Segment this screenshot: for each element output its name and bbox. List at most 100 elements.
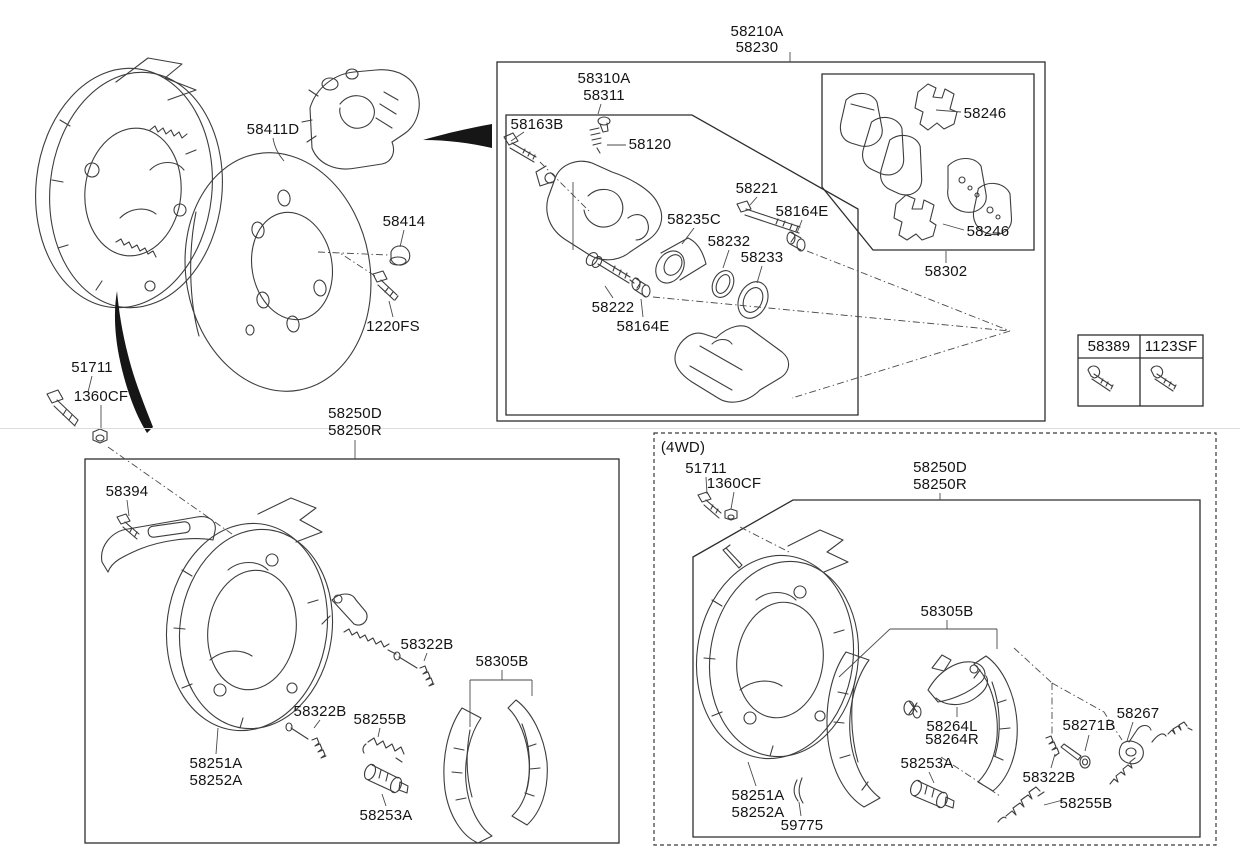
callout-plate-kit-2wd-2: 58250R [328, 422, 382, 439]
adjuster-icon-2wd [363, 763, 409, 794]
caliper-assembly-box [496, 61, 1046, 422]
callout-caliper-assy-2: 58230 [735, 39, 779, 56]
adjuster-icon-4wd [910, 771, 955, 809]
callout-plate-kit-2wd-1: 58250D [328, 405, 382, 422]
swoosh-arrow-to-caliper-box [423, 124, 492, 148]
pad-kit-art [839, 83, 1013, 263]
callout-mount-nut-4wd: 1360CF [706, 475, 762, 492]
holddown-icon-4wd [1045, 735, 1060, 769]
callout-shoe-kit-4wd: 58305B [920, 603, 974, 620]
backing-plate-4wd-art [695, 529, 860, 787]
table-header-bolt-1: 58389 [1087, 338, 1131, 355]
callout-lower-guide-rod: 58222 [591, 299, 635, 316]
callout-lever-l: 58264L [926, 718, 978, 735]
callout-pad-clip-bottom: 58246 [966, 223, 1010, 240]
callout-caliper-mount-bolt: 58163B [510, 116, 564, 133]
rotor-art [184, 152, 372, 392]
callout-grease-cap: 58414 [382, 213, 426, 230]
lower-bushing-icon [631, 277, 651, 298]
caliper-bracket-art [674, 325, 790, 403]
shoe-box-2wd-frame [84, 458, 620, 844]
upper-bushing-icon [786, 231, 806, 252]
callout-return-spring-4wd: 58255B [1059, 795, 1113, 812]
callout-plate-kit-4wd-2: 58250R [913, 476, 967, 493]
shoe-pair-art-4wd [826, 651, 1018, 808]
cable-bracket-icon [101, 499, 216, 573]
callout-lower-bushing: 58164E [616, 318, 670, 335]
cap-screw-icon [589, 127, 602, 154]
callout-rotor: 58411D [246, 121, 300, 138]
callout-plate-asm-2wd-1: 58251A [189, 755, 243, 772]
shoe-clip-icon-4wd [793, 777, 804, 817]
shoe-kit-bracket-2wd [313, 652, 533, 807]
shoe-pair-art-2wd [443, 699, 548, 844]
caliper-mount-bolt-icon [503, 132, 537, 163]
backing-plate-2wd-art [165, 497, 334, 755]
callout-mount-bolt-4wd: 51711 [685, 460, 727, 477]
callout-caliper-sub-2: 58311 [583, 87, 625, 104]
piston-seal-icon [711, 270, 735, 298]
callout-holddown-lower-2wd: 58322B [293, 703, 347, 720]
callout-pad-kit: 58302 [924, 263, 968, 280]
caliper-body-art [535, 160, 663, 261]
bleeder-screw-icon [597, 116, 611, 133]
table-bolt-icons [1087, 365, 1177, 392]
adjuster-lever-spring-icons-4wd [1109, 721, 1193, 785]
callout-piston-boot: 58233 [740, 249, 784, 266]
callout-shoe-clip: 59775 [780, 817, 824, 834]
upper-guide-rod-icon [736, 200, 801, 234]
2wd-4wd-frame-leaders [354, 440, 941, 500]
axle-leaders [87, 137, 405, 535]
callout-mount-bolt-2wd: 51711 [71, 359, 113, 376]
callout-bleeder-screw: 58120 [628, 136, 672, 153]
callout-plate-asm-4wd-2: 58252A [731, 804, 785, 821]
callout-plate-kit-4wd-1: 58250D [913, 459, 967, 476]
callout-holddown-4wd: 58322B [1022, 769, 1076, 786]
callout-return-spring-2wd: 58255B [353, 711, 407, 728]
grease-cap-icon [389, 245, 411, 266]
seam-line [0, 428, 1240, 429]
lever-icon-4wd [927, 654, 989, 717]
4wd-dash-leaders [940, 647, 1123, 797]
callout-upper-bushing: 58164E [775, 203, 829, 220]
callout-pad-clip-top: 58246 [963, 105, 1007, 122]
callout-adjuster-2wd: 58253A [359, 807, 413, 824]
callout-hub-bolt: 1220FS [366, 318, 420, 335]
callout-adjuster-lever-spring: 58267 [1116, 705, 1160, 722]
callout-shoe-kit-2wd: 58305B [475, 653, 529, 670]
tag-4wd: (4WD) [660, 439, 706, 456]
holddown-upper-icon-2wd [393, 651, 435, 687]
caliper-box-leaders [510, 52, 1011, 399]
callout-mount-nut-2wd: 1360CF [73, 388, 129, 405]
strut-pin-icon-4wd [1060, 734, 1091, 769]
callout-lever-r: 58264R [925, 731, 979, 748]
adjuster-strut-art-2wd [321, 593, 397, 655]
piston-icon [655, 237, 707, 284]
mount-nut-2wd-icon [92, 428, 108, 444]
mount-bolt-4wd-icon [697, 476, 792, 569]
shoe-kit-bracket-4wd [838, 620, 998, 678]
return-spring-icon-4wd [997, 786, 1064, 823]
swoosh-arrow-to-shoe-box [114, 291, 153, 433]
holddown-lower-icon-2wd [285, 722, 327, 759]
callout-plate-asm-2wd-2: 58252A [189, 772, 243, 789]
callout-upper-guide-rod: 58221 [735, 180, 779, 197]
callout-cable-bracket: 58394 [105, 483, 149, 500]
callout-piston-seal: 58232 [707, 233, 751, 250]
callout-adjuster-4wd: 58253A [900, 755, 954, 772]
hardware-table-grid [1077, 334, 1204, 407]
caliper-assembled-art [301, 68, 420, 170]
shoe-box-4wd-frame [653, 432, 1217, 846]
mount-bolt-2wd-icon [46, 389, 79, 427]
backing-plate-assembly-art [35, 57, 223, 309]
callout-piston: 58235C [667, 211, 721, 228]
table-header-bolt-2: 1123SF [1144, 338, 1198, 355]
callout-plate-asm-4wd-1: 58251A [731, 787, 785, 804]
callout-holddown-upper-2wd: 58322B [400, 636, 454, 653]
callout-strut-pin: 58271B [1062, 717, 1116, 734]
callout-caliper-sub-1: 58310A [577, 70, 631, 87]
lower-guide-rod-icon [585, 252, 635, 284]
return-spring-icon-2wd [362, 737, 405, 763]
